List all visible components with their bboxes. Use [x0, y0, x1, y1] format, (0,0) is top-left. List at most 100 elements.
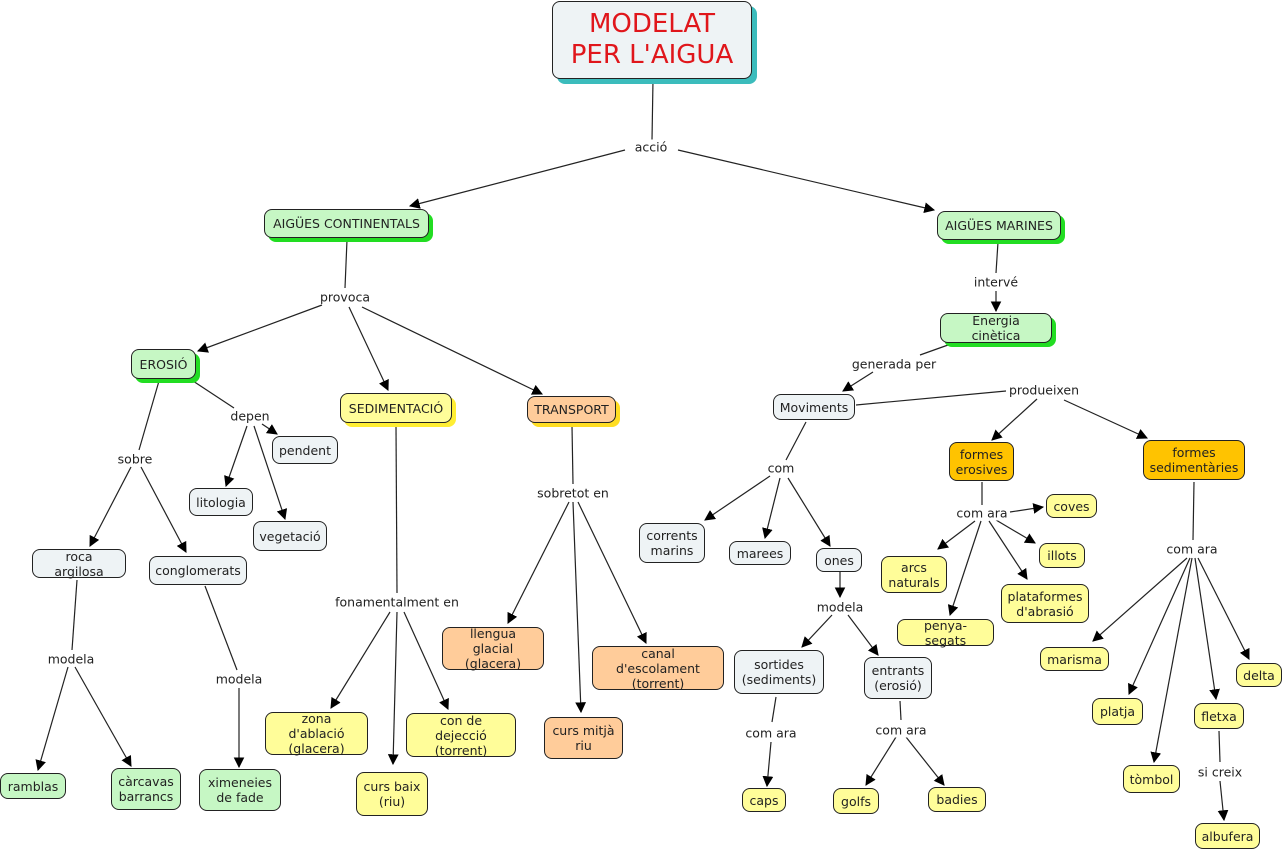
edge: [35, 666, 69, 772]
concept-erosio[interactable]: EROSIÓ: [131, 349, 196, 379]
concept-vegetacio[interactable]: vegetació: [253, 521, 327, 551]
edge: [204, 585, 238, 671]
edge: [348, 306, 389, 391]
concept-ones[interactable]: ones: [816, 548, 862, 572]
edge: [787, 477, 831, 547]
link-modela-ones: modela: [814, 599, 866, 615]
edge: [1194, 557, 1220, 701]
concept-con-de-dejeccio[interactable]: con de dejecció (torrent): [406, 713, 516, 758]
edge: [1063, 399, 1148, 439]
edge: [196, 304, 323, 353]
concept-tombol[interactable]: tòmbol: [1123, 765, 1180, 793]
concept-aigues-continentals[interactable]: AIGÜES CONTINENTALS: [264, 209, 429, 238]
edge: [899, 700, 902, 721]
edge: [771, 696, 777, 723]
link-modela-conglomerats: modela: [213, 671, 265, 687]
link-depen: depen: [228, 408, 272, 424]
concept-ximeneies-de-fade[interactable]: ximeneies de fade: [199, 769, 281, 811]
concept-formes-erosives[interactable]: formes erosives: [949, 442, 1014, 481]
concept-curs-mitja-riu[interactable]: curs mitjà riu: [544, 717, 623, 759]
edge: [571, 425, 574, 485]
concept-corrents-marins[interactable]: corrents marins: [639, 523, 705, 563]
concept-arcs-naturals[interactable]: arcs naturals: [881, 556, 947, 593]
edge: [330, 611, 391, 709]
concept-energia-cinetica[interactable]: Energia cinètica: [940, 313, 1052, 343]
edge: [842, 371, 874, 392]
concept-pendent[interactable]: pendent: [272, 436, 338, 464]
edge: [947, 520, 982, 617]
edge: [1092, 557, 1188, 642]
edge: [140, 466, 187, 553]
edge: [651, 79, 654, 141]
concept-coves[interactable]: coves: [1046, 494, 1097, 518]
link-sobretot-en: sobretot en: [535, 485, 611, 501]
concept-transport[interactable]: TRANSPORT: [527, 396, 616, 423]
edge: [1009, 503, 1045, 514]
concept-ramblas[interactable]: ramblas: [0, 773, 66, 799]
edge: [572, 501, 587, 714]
edge: [261, 423, 278, 435]
edge: [361, 306, 543, 395]
concept-sortides-sediments[interactable]: sortides (sediments): [734, 650, 824, 694]
concept-carcavas-barrancs[interactable]: càrcavas barrancs: [111, 768, 181, 810]
edge: [71, 579, 78, 651]
edge: [855, 390, 1007, 406]
link-modela-roca: modela: [45, 651, 97, 667]
edge: [905, 736, 945, 786]
edge: [704, 475, 771, 521]
link-com-ara-erosives: com ara: [954, 505, 1010, 521]
edge: [387, 611, 399, 766]
concept-golfs[interactable]: golfs: [833, 788, 879, 814]
concept-caps[interactable]: caps: [742, 788, 786, 812]
concept-zona-dablacio[interactable]: zona d'ablació (glacera): [265, 711, 368, 756]
concept-moviments[interactable]: Moviments: [773, 394, 855, 420]
concept-litologia[interactable]: litologia: [189, 488, 253, 516]
link-fonamentalment-en: fonamentalment en: [333, 594, 461, 610]
concept-curs-baix[interactable]: curs baix (riu): [356, 772, 428, 816]
concept-formes-sedimentaries[interactable]: formes sedimentàries: [1143, 440, 1245, 480]
concept-plataformes-dabrasio[interactable]: plataformes d'abrasió: [1001, 584, 1089, 623]
edge: [937, 520, 976, 550]
concept-marisma[interactable]: marisma: [1040, 647, 1109, 671]
concept-albufera[interactable]: albufera: [1195, 823, 1260, 849]
edge: [762, 741, 774, 788]
link-com: com: [765, 460, 797, 476]
link-provoca: provoca: [317, 289, 373, 305]
edge: [1192, 481, 1195, 541]
concept-penya-segats[interactable]: penya-segats: [897, 618, 994, 648]
concept-sedimentacio[interactable]: SEDIMENTACIÓ: [340, 393, 452, 423]
edge: [224, 425, 248, 488]
edge: [1197, 557, 1250, 660]
link-accio: acció: [632, 139, 670, 155]
edge: [1217, 780, 1229, 822]
edge: [344, 239, 348, 289]
edge: [1128, 557, 1191, 695]
concept-illots[interactable]: illots: [1039, 543, 1085, 568]
edge: [74, 666, 132, 767]
edge: [785, 421, 807, 461]
concept-canal-descolament[interactable]: canal d'escolament (torrent): [592, 646, 724, 691]
concept-delta[interactable]: delta: [1236, 663, 1282, 687]
concept-fletxa[interactable]: fletxa: [1194, 703, 1244, 729]
concept-badies[interactable]: badies: [928, 787, 986, 812]
root-concept-modelat-per-laigua[interactable]: MODELAT PER L'AIGUA: [552, 1, 752, 79]
edge: [865, 736, 897, 786]
concept-conglomerats[interactable]: conglomerats: [149, 556, 247, 585]
concept-aigues-marines[interactable]: AIGÜES MARINES: [937, 211, 1061, 240]
concept-entrants-erosio[interactable]: entrants (erosió): [864, 657, 932, 699]
edge: [677, 149, 936, 214]
edge: [995, 241, 999, 274]
edge: [988, 520, 1028, 580]
link-si-creix: si creix: [1195, 764, 1245, 780]
edge: [408, 149, 626, 209]
edge: [138, 380, 160, 451]
edge: [847, 614, 879, 656]
edge: [1150, 557, 1193, 764]
concept-platja[interactable]: platja: [1092, 698, 1143, 725]
concept-marees[interactable]: marees: [729, 541, 791, 565]
link-produeixen: produeixen: [1006, 382, 1082, 398]
edge: [507, 501, 570, 624]
concept-llengua-glacial[interactable]: llengua glacial (glacera): [442, 626, 544, 671]
concept-roca-argilosa[interactable]: roca argilosa: [32, 549, 126, 579]
